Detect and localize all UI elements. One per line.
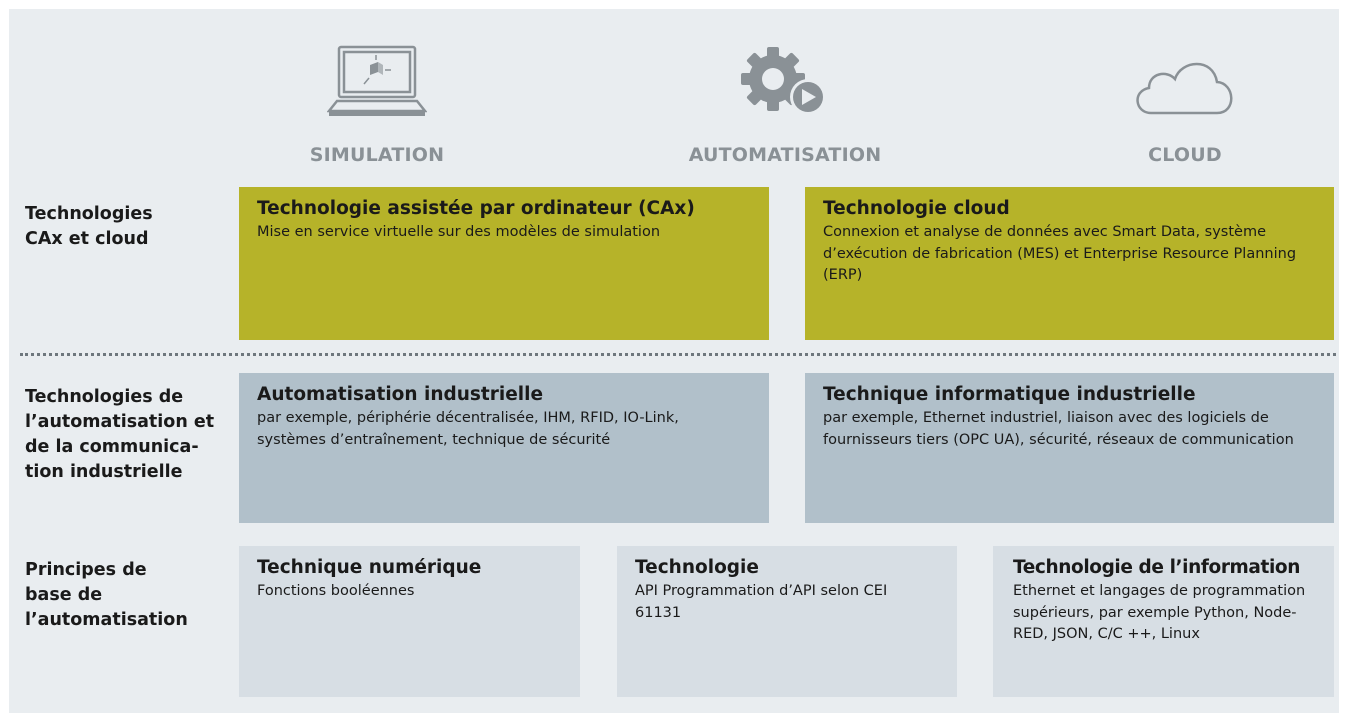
header-automatisation: AUTOMATISATION xyxy=(688,144,882,166)
box-text: API Programmation d’API selon CEI 61131 xyxy=(635,583,888,621)
box-text: Ethernet et langages de programmation su… xyxy=(1013,583,1306,642)
box-title: Technique informatique industrielle xyxy=(823,384,1196,405)
box-industrial-it: Technique informatique industrielle par … xyxy=(805,373,1334,523)
row-label-cax-cloud: Technologies CAx et cloud xyxy=(25,204,153,249)
row-label-automation-basics: Principes de base de l’automatisation xyxy=(25,560,188,630)
box-title: Technologie xyxy=(635,557,759,578)
box-information-technology: Technologie de l’information Ethernet et… xyxy=(993,546,1334,697)
box-title: Automatisation industrielle xyxy=(257,384,544,405)
header-cloud: CLOUD xyxy=(1148,144,1222,166)
dotted-divider xyxy=(20,353,1336,356)
box-text: par exemple, périphérie décentralisée, I… xyxy=(257,410,679,448)
box-technology: Technologie API Programmation d’API selo… xyxy=(617,546,957,697)
box-title: Technologie cloud xyxy=(823,198,1010,219)
monitor-simulation-icon xyxy=(327,45,427,116)
box-digital-technique: Technique numérique Fonctions booléennes xyxy=(239,546,580,697)
box-industrial-automation: Automatisation industrielle par exemple,… xyxy=(239,373,769,523)
box-title: Technologie assistée par ordinateur (CAx… xyxy=(257,198,695,219)
box-cloud-technology: Technologie cloud Connexion et analyse d… xyxy=(805,187,1334,340)
cloud-icon xyxy=(1136,62,1233,115)
box-cax-technology: Technologie assistée par ordinateur (CAx… xyxy=(239,187,769,340)
box-title: Technique numérique xyxy=(257,557,482,578)
box-text: Mise en service virtuelle sur des modèle… xyxy=(257,224,661,240)
row-label-automation-communication: Technologies de l’automatisation et de l… xyxy=(25,387,215,482)
gear-play-icon xyxy=(741,47,826,115)
box-text: Fonctions booléennes xyxy=(257,583,415,599)
box-text: par exemple, Ethernet industriel, liaiso… xyxy=(823,410,1294,448)
box-title: Technologie de l’information xyxy=(1013,557,1300,578)
box-text: Connexion et analyse de données avec Sma… xyxy=(823,224,1297,283)
diagram-panel: SIMULATION AUTOMATISATION CLOUD Technolo… xyxy=(9,9,1339,713)
header-simulation: SIMULATION xyxy=(309,144,445,166)
